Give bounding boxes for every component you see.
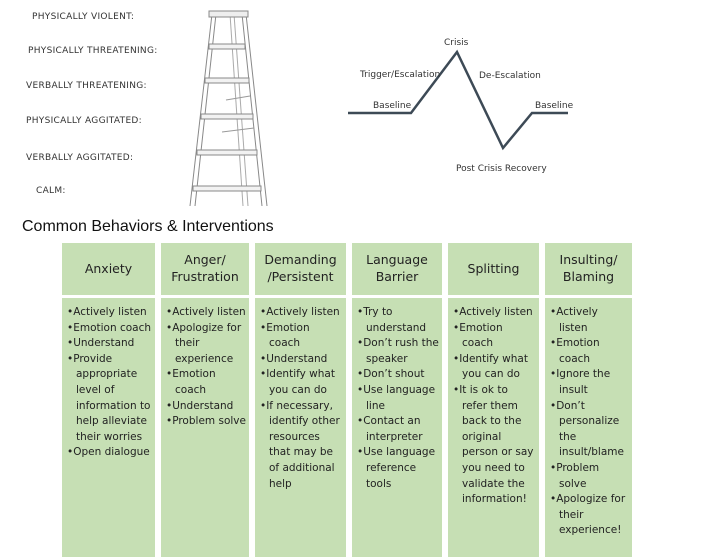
list-item: Emotion coach	[260, 321, 343, 352]
list-item: Emotion coach	[67, 321, 152, 337]
column-header: Insulting/ Blaming	[545, 243, 632, 295]
level-physically-violent: PHYSICALLY VIOLENT:	[32, 12, 135, 22]
intervention-list: Actively listen Emotion coach Identify w…	[453, 305, 536, 508]
intervention-list: Actively listen Emotion coach Understand…	[67, 305, 152, 461]
column-header: Demanding /Persistent	[255, 243, 346, 295]
label-trigger-escalation: Trigger/Escalation	[360, 70, 441, 80]
list-item: It is ok to refer them back to the origi…	[453, 383, 536, 508]
column-body: Actively listen Emotion coach Understand…	[255, 298, 346, 557]
intervention-list: Actively listen Emotion coach Understand…	[260, 305, 343, 492]
list-item: Apologize for their experience!	[550, 492, 629, 539]
list-item: Use language line	[357, 383, 439, 414]
list-item: Understand	[67, 336, 152, 352]
column-body: Actively listen Apologize for their expe…	[161, 298, 249, 557]
list-item: Emotion coach	[166, 367, 246, 398]
label-baseline-right: Baseline	[535, 101, 574, 111]
ladder-illustration	[189, 10, 268, 207]
list-item: Problem solve	[550, 461, 629, 492]
list-item: Understand	[260, 352, 343, 368]
list-item: Ignore the insult	[550, 367, 629, 398]
intervention-list: Actively listen Emotion coach Ignore the…	[550, 305, 629, 539]
section-title: Common Behaviors & Interventions	[22, 218, 274, 235]
level-physically-threatening: PHYSICALLY THREATENING:	[28, 46, 158, 56]
list-item: Don’t shout	[357, 367, 439, 383]
column-body: Actively listen Emotion coach Ignore the…	[545, 298, 632, 557]
list-item: Understand	[166, 399, 246, 415]
level-verbally-aggitated: VERBALLY AGGITATED:	[26, 153, 134, 163]
list-item: Actively listen	[166, 305, 246, 321]
label-baseline-left: Baseline	[373, 101, 412, 111]
column-body: Actively listen Emotion coach Identify w…	[448, 298, 539, 557]
level-calm: CALM:	[36, 186, 66, 196]
label-post-crisis-recovery: Post Crisis Recovery	[456, 164, 547, 174]
column-body: Try to understand Don’t rush the speaker…	[352, 298, 442, 557]
list-item: Open dialogue	[67, 445, 152, 461]
list-item: Identify what you can do	[453, 352, 536, 383]
level-verbally-threatening: VERBALLY THREATENING:	[26, 81, 147, 91]
list-item: Emotion coach	[550, 336, 629, 367]
label-de-escalation: De-Escalation	[479, 71, 541, 81]
level-physically-aggitated: PHYSICALLY AGGITATED:	[26, 116, 142, 126]
column-body: Actively listen Emotion coach Understand…	[62, 298, 155, 557]
column-header: Language Barrier	[352, 243, 442, 295]
list-item: Provide appropriate level of information…	[67, 352, 152, 446]
list-item: Contact an interpreter	[357, 414, 439, 445]
list-item: Problem solve	[166, 414, 246, 430]
crisis-cycle-curve	[348, 49, 568, 151]
list-item: Apologize for their experience	[166, 321, 246, 368]
list-item: Actively listen	[67, 305, 152, 321]
column-header: Anxiety	[62, 243, 155, 295]
list-item: Actively listen	[260, 305, 343, 321]
list-item: Actively listen	[550, 305, 629, 336]
intervention-list: Actively listen Apologize for their expe…	[166, 305, 246, 430]
list-item: Emotion coach	[453, 321, 536, 352]
column-header: Splitting	[448, 243, 539, 295]
intervention-list: Try to understand Don’t rush the speaker…	[357, 305, 439, 492]
list-item: Don’t personalize the insult/blame	[550, 399, 629, 461]
list-item: Identify what you can do	[260, 367, 343, 398]
list-item: Use language reference tools	[357, 445, 439, 492]
list-item: Don’t rush the speaker	[357, 336, 439, 367]
list-item: Actively listen	[453, 305, 536, 321]
list-item: Try to understand	[357, 305, 439, 336]
list-item: If necessary, identify other resources t…	[260, 399, 343, 493]
column-header: Anger/ Frustration	[161, 243, 249, 295]
label-crisis: Crisis	[444, 38, 469, 48]
